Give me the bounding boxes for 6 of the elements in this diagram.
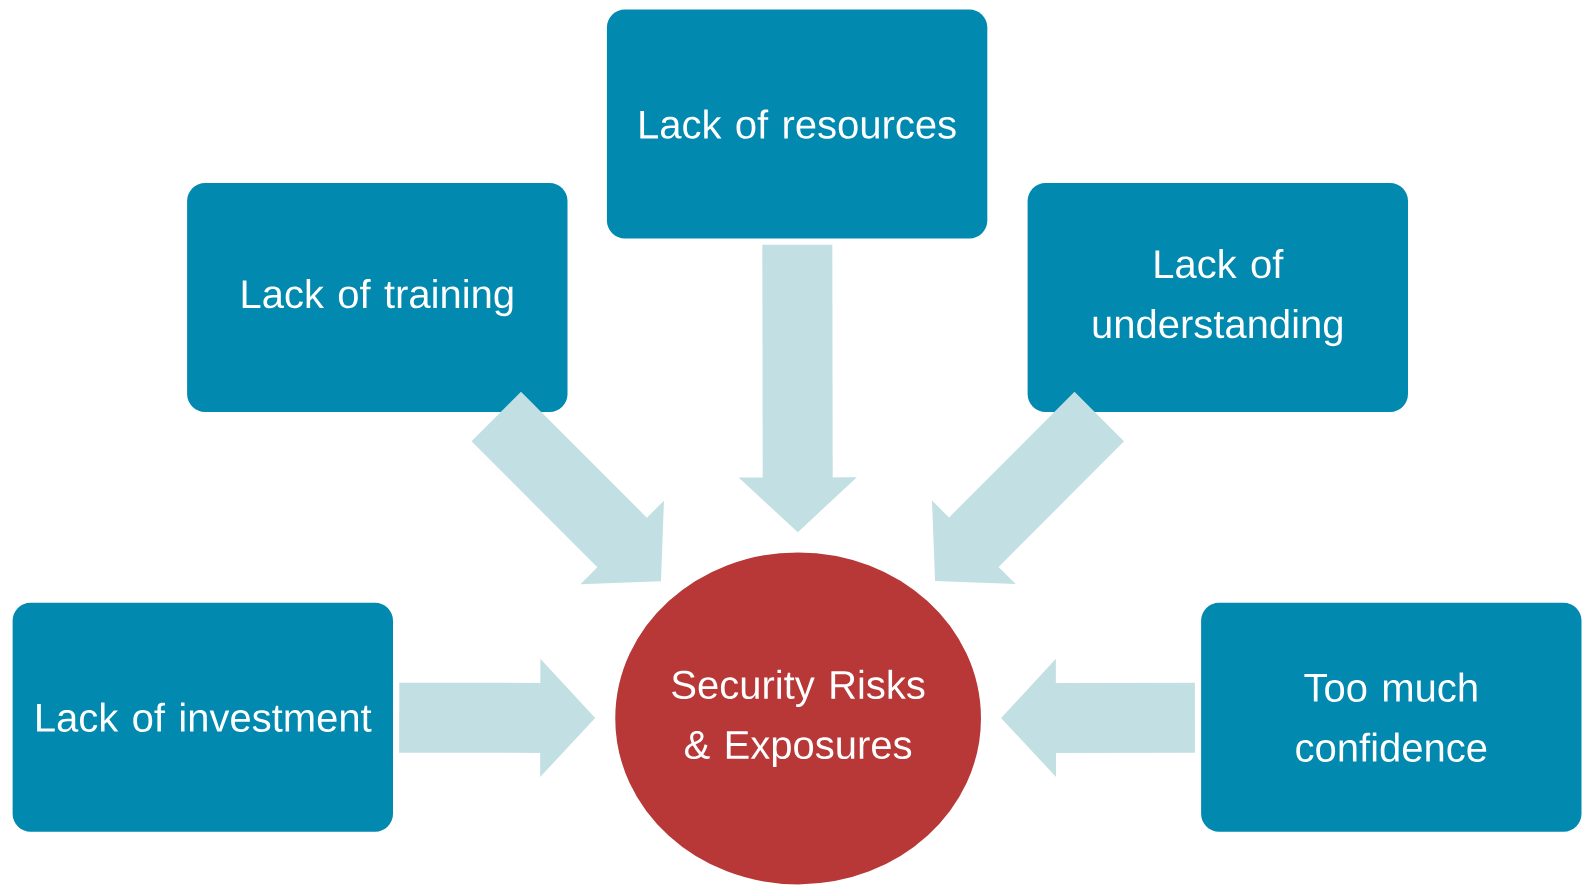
- cause-box: Lack of understanding: [1027, 183, 1408, 413]
- cause-box: Lack of investment: [12, 602, 393, 832]
- cause-box: Lack of training: [187, 183, 568, 413]
- cause-box: Lack of resources: [606, 9, 988, 239]
- block-arrow: [932, 391, 1125, 584]
- cause-box: Too much confidence: [1201, 602, 1582, 832]
